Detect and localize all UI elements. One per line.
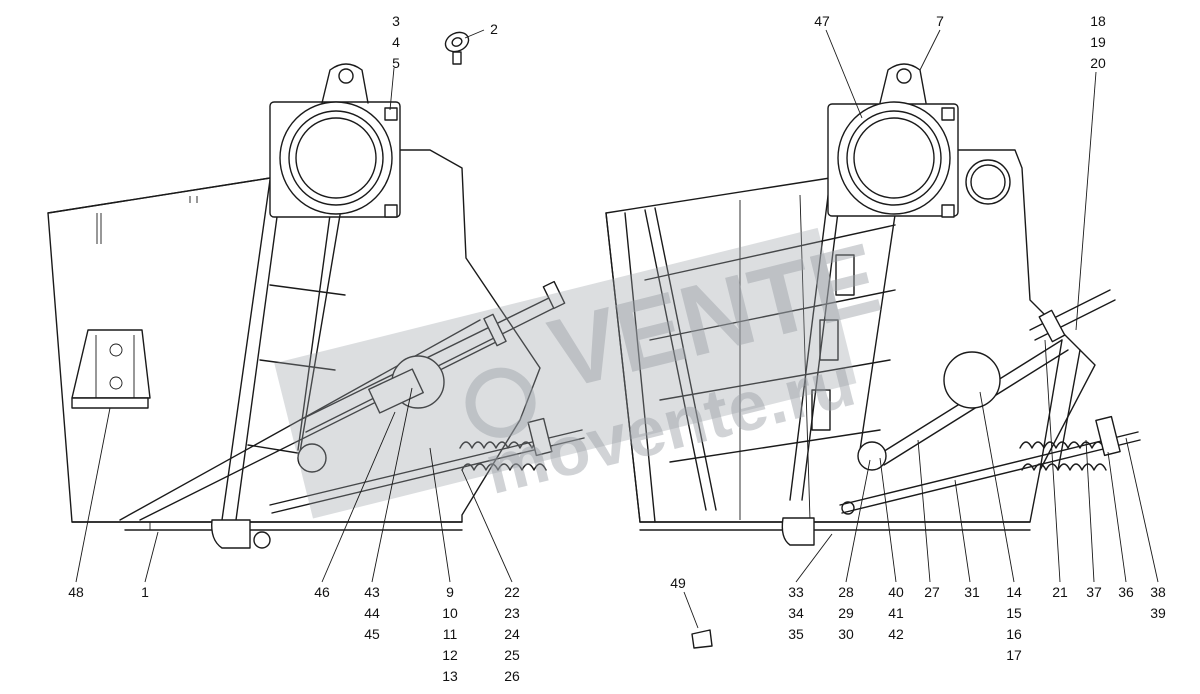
callout-13: 13 xyxy=(442,668,458,684)
callout-17: 17 xyxy=(1006,647,1022,663)
callout-5: 5 xyxy=(392,55,400,71)
callout-10: 10 xyxy=(442,605,458,621)
callout-2: 2 xyxy=(490,21,498,37)
callout-11: 11 xyxy=(443,626,458,642)
watermark: VENTE movente.ru xyxy=(274,222,890,519)
callout-39: 39 xyxy=(1150,605,1166,621)
callout-15: 15 xyxy=(1006,605,1022,621)
callout-29: 29 xyxy=(838,605,854,621)
callout-25: 25 xyxy=(504,647,520,663)
callout-18: 18 xyxy=(1090,13,1106,29)
right-crusher-view xyxy=(605,63,1141,649)
callout-24: 24 xyxy=(504,626,520,642)
mounting-bracket-48 xyxy=(71,329,151,399)
callout-38: 38 xyxy=(1150,584,1166,600)
callout-48: 48 xyxy=(68,584,84,600)
callout-1: 1 xyxy=(141,584,149,600)
left-lower-toggle-seat xyxy=(211,519,251,549)
part-49-block xyxy=(691,629,713,649)
callout-31: 31 xyxy=(964,584,980,600)
callout-40: 40 xyxy=(888,584,904,600)
callout-26: 26 xyxy=(504,668,520,684)
callout-30: 30 xyxy=(838,626,854,642)
callout-23: 23 xyxy=(504,605,520,621)
callout-19: 19 xyxy=(1090,34,1106,50)
callout-4: 4 xyxy=(392,34,400,50)
left-crusher-view xyxy=(47,31,585,549)
callout-14: 14 xyxy=(1006,584,1022,600)
callout-3: 3 xyxy=(392,13,400,29)
left-top-deck xyxy=(47,177,271,214)
callout-27: 27 xyxy=(924,584,940,600)
leader-lines xyxy=(75,29,1159,629)
callout-44: 44 xyxy=(364,605,380,621)
callout-35: 35 xyxy=(788,626,804,642)
callout-34: 34 xyxy=(788,605,804,621)
callout-7: 7 xyxy=(936,13,944,29)
callout-28: 28 xyxy=(838,584,854,600)
callout-21: 21 xyxy=(1052,584,1068,600)
callout-42: 42 xyxy=(888,626,904,642)
callout-16: 16 xyxy=(1006,626,1022,642)
callout-20: 20 xyxy=(1090,55,1106,71)
callout-49: 49 xyxy=(670,575,686,591)
callout-45: 45 xyxy=(364,626,380,642)
right-liner-grid xyxy=(605,194,896,523)
callout-12: 12 xyxy=(442,647,458,663)
left-lifting-lug xyxy=(321,63,369,104)
callout-33: 33 xyxy=(788,584,804,600)
left-flywheel-ring xyxy=(279,101,393,215)
callout-9: 9 xyxy=(446,584,454,600)
callout-47: 47 xyxy=(814,13,830,29)
right-flywheel-ring xyxy=(837,101,951,215)
eye-bolt-2 xyxy=(444,31,470,65)
callout-41: 41 xyxy=(888,605,904,621)
callout-36: 36 xyxy=(1118,584,1134,600)
right-lower-toggle-seat xyxy=(781,517,815,546)
callout-22: 22 xyxy=(504,584,520,600)
callout-37: 37 xyxy=(1086,584,1102,600)
callout-labels: 3 4 5 2 47 7 18 19 20 48 1 46 43 44 45 9… xyxy=(68,13,1166,684)
right-spring-assembly xyxy=(839,415,1141,514)
callout-46: 46 xyxy=(314,584,330,600)
left-swing-jaw xyxy=(221,179,331,521)
left-spring-assembly xyxy=(269,417,585,514)
right-eccentric-disc xyxy=(943,351,1001,409)
callout-43: 43 xyxy=(364,584,380,600)
